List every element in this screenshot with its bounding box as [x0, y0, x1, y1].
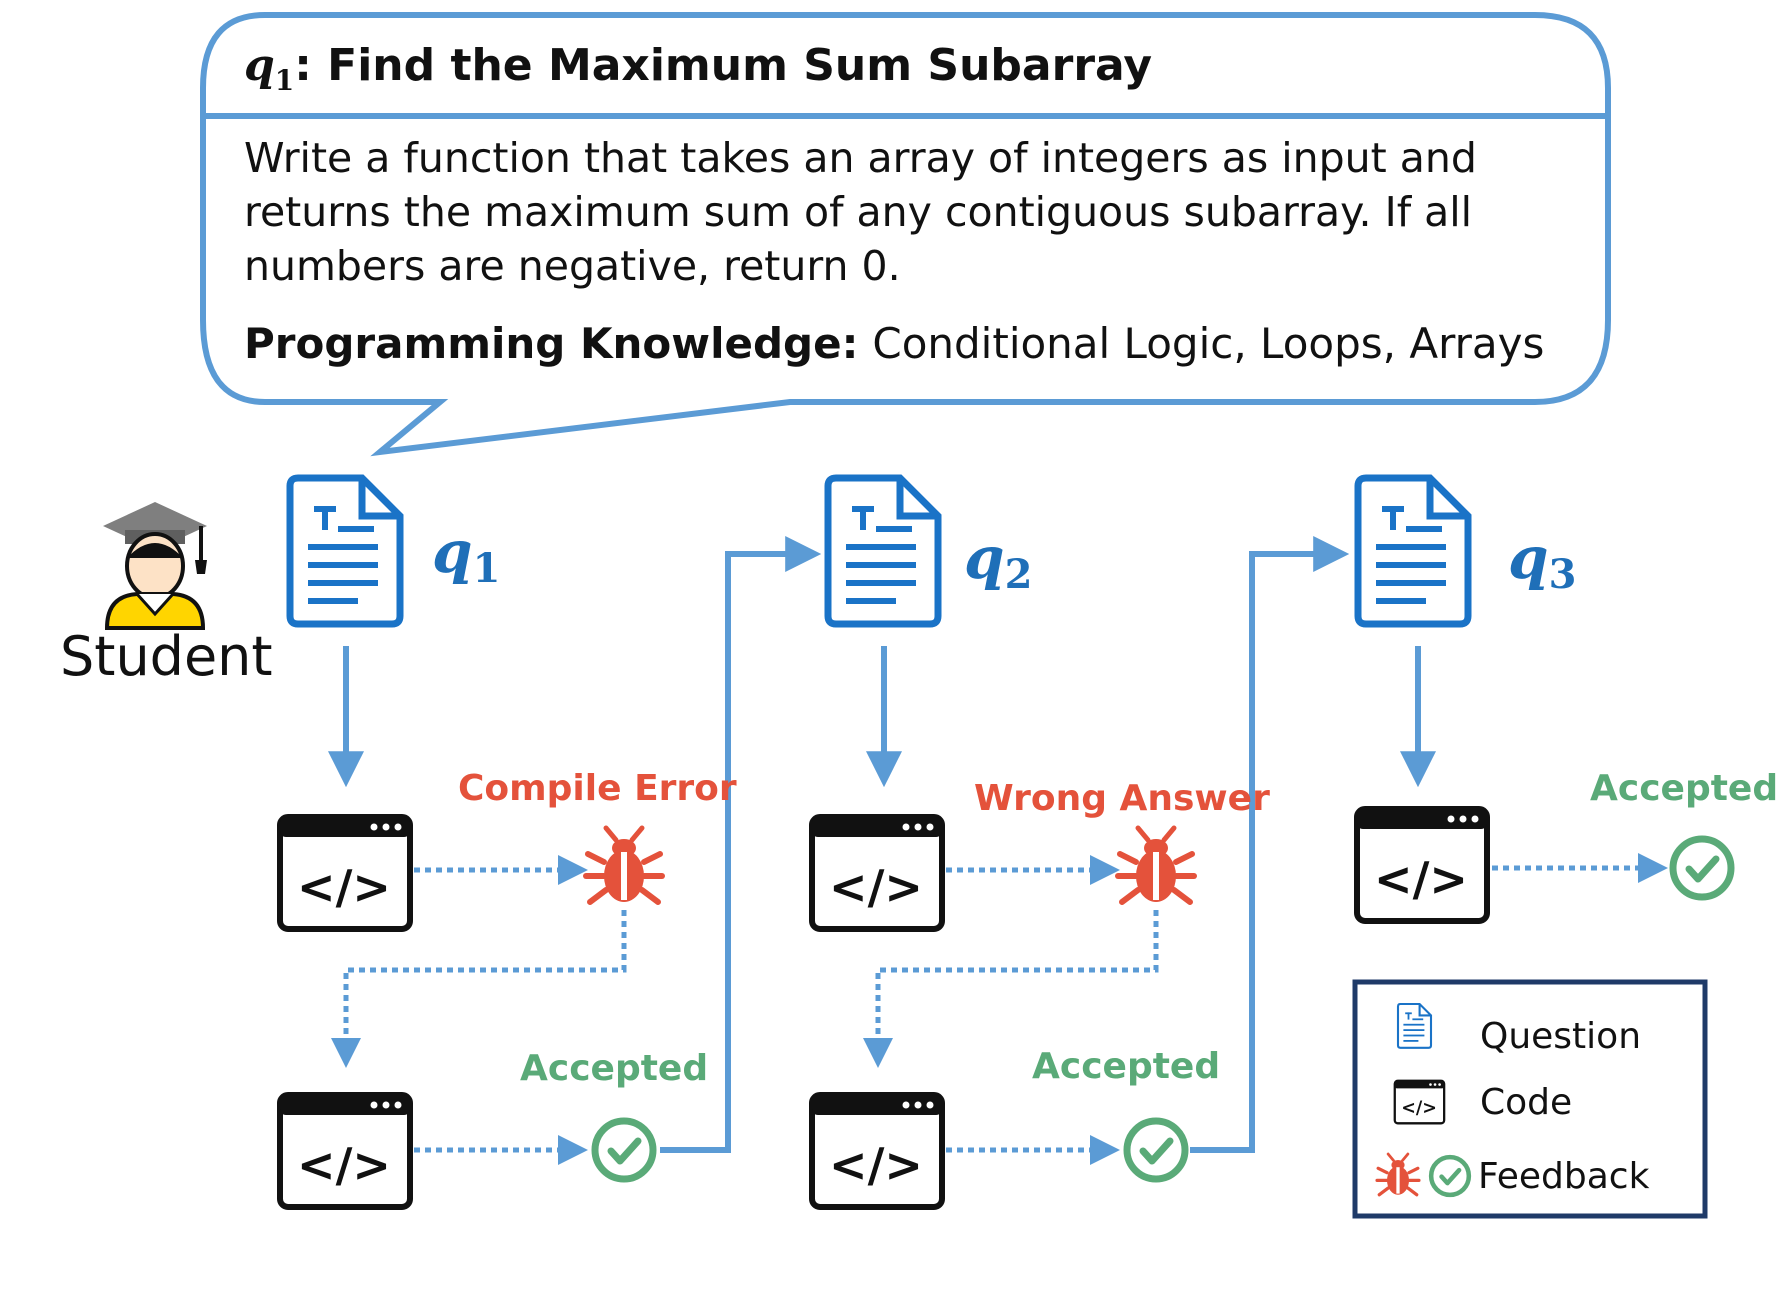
code-window-icon: </> [1393, 1079, 1446, 1125]
q2-label: q2 [964, 524, 1032, 598]
legend-code-label: Code [1480, 1082, 1572, 1123]
code-glyph: </> [829, 860, 923, 914]
check-circle-icon [595, 1121, 653, 1179]
retry-arrow [331, 910, 627, 1068]
card-title: q1: Find the Maximum Sum Subarray [244, 40, 1152, 97]
code-glyph: </> [297, 1138, 391, 1192]
svg-text:</>: </> [1401, 1098, 1437, 1118]
document-icon [1358, 478, 1468, 624]
legend: Question </> Code Feedback [1352, 979, 1708, 1219]
knowledge-value: Conditional Logic, Loops, Arrays [872, 319, 1544, 368]
bug-icon [586, 828, 662, 902]
bug-icon [1118, 828, 1194, 902]
card-body-line-2: returns the maximum sum of any contiguou… [244, 188, 1472, 236]
code-window-icon: </> [280, 817, 410, 929]
check-circle-icon [1127, 1121, 1185, 1179]
compile-error-label: Compile Error [458, 768, 737, 809]
accepted-label: Accepted [1032, 1046, 1220, 1087]
code-window-icon: </> [1357, 809, 1487, 921]
document-icon [1396, 1002, 1433, 1049]
q3-label: q3 [1508, 524, 1576, 598]
wrong-answer-label: Wrong Answer [974, 778, 1270, 819]
speech-bubble [200, 12, 1611, 457]
card-body-line-1: Write a function that takes an array of … [244, 134, 1477, 182]
knowledge-line: Programming Knowledge: Conditional Logic,… [244, 319, 1544, 368]
check-circle-icon [1431, 1157, 1469, 1195]
card-body-line-3: numbers are negative, return 0. [244, 242, 901, 290]
legend-feedback-label: Feedback [1478, 1156, 1650, 1197]
code-glyph: </> [297, 860, 391, 914]
code-window-icon: </> [812, 1095, 942, 1207]
code-glyph: </> [1374, 852, 1468, 906]
code-window-icon: </> [812, 817, 942, 929]
q1-label: q1 [432, 518, 500, 592]
accepted-label: Accepted [1590, 768, 1778, 809]
check-circle-icon [1673, 839, 1731, 897]
accepted-label: Accepted [520, 1048, 708, 1089]
document-icon [828, 478, 938, 624]
code-glyph: </> [829, 1138, 923, 1192]
next-question-arrow [660, 536, 822, 1153]
code-window-icon: </> [280, 1095, 410, 1207]
document-icon [290, 478, 400, 624]
student-label: Student [60, 625, 273, 688]
knowledge-label: Programming Knowledge: [244, 319, 858, 368]
retry-arrow [863, 910, 1159, 1068]
legend-question-label: Question [1480, 1016, 1641, 1057]
question-card: q1: Find the Maximum Sum Subarray Write … [200, 12, 1611, 457]
next-question-arrow [1190, 536, 1350, 1153]
student-avatar-icon [103, 502, 207, 630]
